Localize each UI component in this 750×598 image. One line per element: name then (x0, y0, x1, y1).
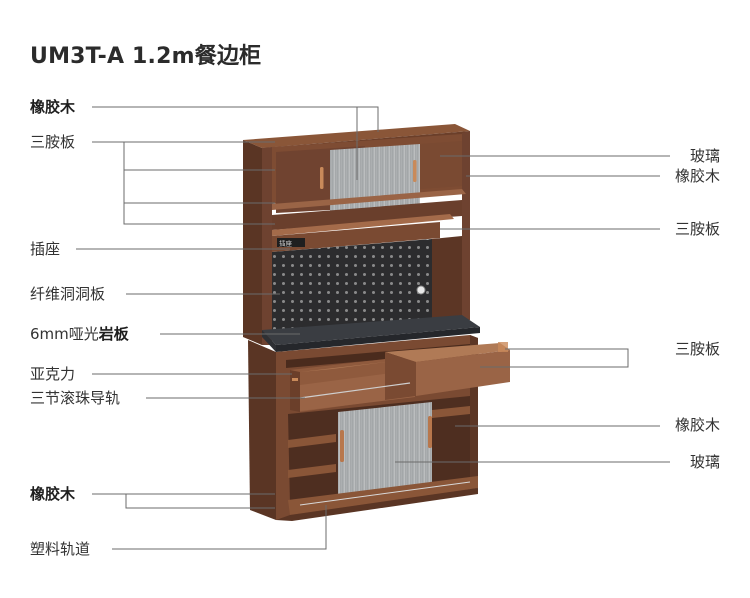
label-melamine-board-left: 三胺板 (30, 133, 76, 151)
label-rubberwood-top: 橡胶木 (30, 98, 76, 116)
upper-hutch: 插座 (243, 124, 470, 345)
pegboard (272, 239, 432, 330)
drawer-right (385, 343, 510, 362)
leader-lines (76, 106, 670, 550)
label-melamine-right-1: 三胺板 (674, 220, 720, 238)
label-fiber-pegboard: 纤维洞洞板 (30, 285, 106, 303)
niche-shelf (272, 214, 454, 236)
label-plastic-track: 塑料轨道 (30, 540, 91, 558)
label-rubberwood-bottom: 橡胶木 (30, 485, 76, 503)
label-glass-top: 玻璃 (689, 147, 720, 165)
acrylic-handle-left (292, 378, 298, 381)
hutch-right-side (462, 131, 470, 320)
label-glass-bottom: 玻璃 (689, 453, 720, 471)
label-matte-slate: 6mm哑光岩板 (30, 325, 129, 343)
cable-hole-icon (416, 285, 426, 295)
hutch-left-side (243, 140, 262, 345)
upper-door-handle-left (320, 167, 324, 189)
bottom-rail (288, 476, 478, 515)
label-ball-bearing-rail: 三节滚珠导轨 (30, 389, 121, 407)
lower-left-side (248, 340, 276, 520)
ball-bearing-rail (299, 382, 411, 399)
upper-shelf (272, 189, 466, 210)
label-matte-slate-prefix: 6mm哑光 (30, 325, 99, 343)
socket-text: 插座 (279, 239, 293, 248)
plastic-track (299, 481, 471, 506)
socket-bar (272, 222, 440, 252)
socket-icon (277, 238, 305, 247)
lower-glass-door (338, 402, 432, 497)
label-acrylic: 亚克力 (30, 365, 76, 383)
label-matte-slate-suffix: 岩板 (98, 325, 129, 343)
slate-countertop (262, 315, 480, 352)
page-title: UM3T-A 1.2m餐边柜 (30, 44, 262, 69)
label-socket: 插座 (30, 240, 61, 258)
label-melamine-right-2: 三胺板 (674, 340, 720, 358)
upper-door-handle-right (413, 160, 417, 182)
lower-door-handle-right (428, 416, 432, 448)
label-rubberwood-right-top: 橡胶木 (674, 167, 720, 185)
lower-door-handle-left (340, 430, 344, 462)
lower-cabinet (248, 335, 510, 521)
label-rubberwood-right-bottom: 橡胶木 (674, 416, 720, 434)
